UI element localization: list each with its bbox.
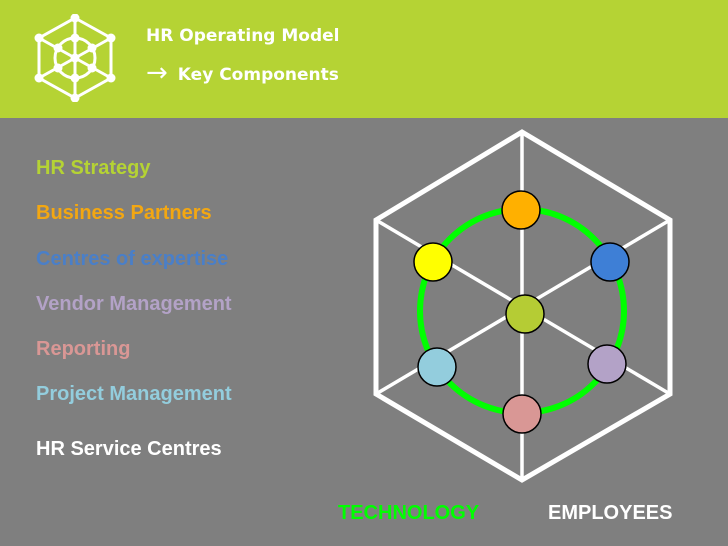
component-project-management: Project Management (36, 383, 232, 405)
hexagon-network-icon (34, 14, 116, 102)
component-hr-strategy: HR Strategy (36, 157, 151, 179)
subtitle-label: Key Components (177, 65, 339, 85)
node-center (505, 294, 545, 334)
component-business-partners: Business Partners (36, 202, 212, 224)
page-title: HR Operating Model (146, 26, 340, 46)
component-reporting: Reporting (36, 338, 131, 360)
page-subtitle: → Key Components (146, 60, 339, 86)
component-centres-of-expertise: Centres of expertise (36, 248, 229, 270)
node-upper-right (590, 242, 630, 282)
node-bottom (502, 394, 542, 434)
node-lower-right (587, 344, 627, 384)
node-upper-left (413, 242, 453, 282)
component-vendor-management: Vendor Management (36, 293, 232, 315)
technology-label: TECHNOLOGY (338, 502, 480, 524)
employees-label: EMPLOYEES (548, 502, 673, 524)
arrow-right-icon: → (146, 58, 168, 88)
component-hr-service-centres: HR Service Centres (36, 438, 222, 460)
node-top (501, 190, 541, 230)
title-banner: HR Operating Model → Key Components (0, 0, 728, 118)
operating-model-diagram (373, 129, 673, 483)
node-lower-left (417, 347, 457, 387)
